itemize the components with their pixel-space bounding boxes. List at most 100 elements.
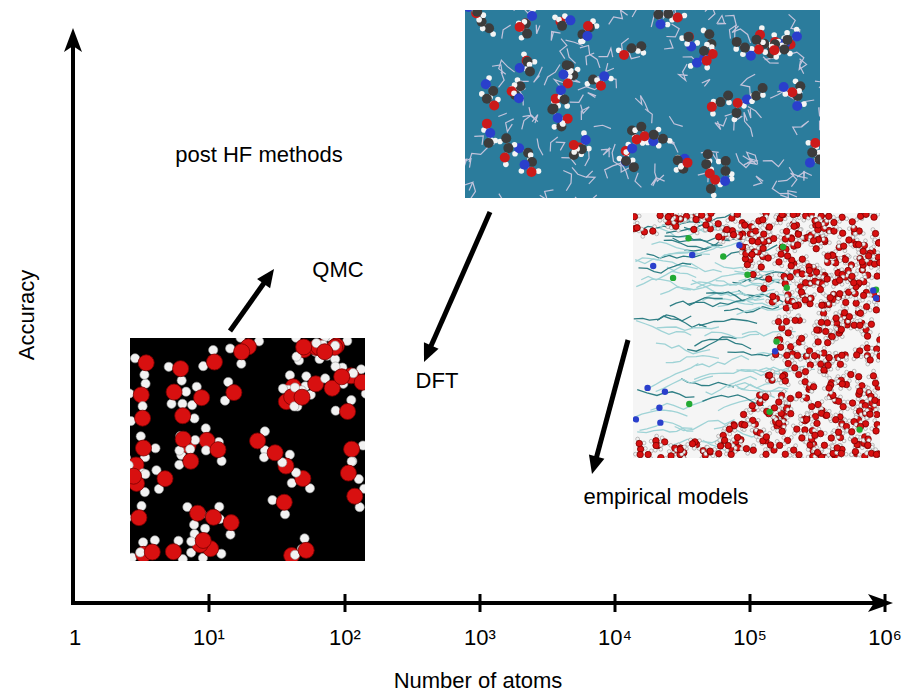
oxygen-atom bbox=[791, 447, 797, 453]
heavy-atom bbox=[683, 158, 693, 168]
heavy-atom bbox=[721, 156, 731, 166]
heavy-atom bbox=[556, 85, 566, 95]
hydrogen-atom bbox=[136, 432, 145, 441]
oxygen-atom bbox=[691, 226, 697, 232]
solvent-stick bbox=[717, 16, 726, 25]
solvent-stick bbox=[580, 45, 600, 68]
solvent-stick bbox=[744, 112, 753, 136]
heavy-atom bbox=[562, 60, 572, 70]
solvent-stick bbox=[534, 67, 543, 83]
heavy-atom bbox=[522, 29, 532, 39]
heavy-atom bbox=[807, 148, 817, 158]
heavy-atom bbox=[503, 143, 513, 153]
oxygen-atom bbox=[824, 259, 830, 265]
heavy-atom bbox=[701, 159, 711, 169]
hydrogen-atom bbox=[527, 62, 533, 68]
hydrogen-atom bbox=[177, 376, 186, 385]
oxygen-atom bbox=[784, 253, 790, 259]
heavy-atom bbox=[627, 126, 637, 136]
oxygen-atom bbox=[173, 361, 189, 377]
oxygen-atom bbox=[794, 352, 800, 358]
oxygen-atom bbox=[829, 333, 835, 339]
oxygen-atom bbox=[870, 373, 876, 379]
oxygen-atom bbox=[853, 352, 859, 358]
heavy-atom bbox=[565, 15, 575, 25]
hydrogen-atom bbox=[586, 146, 592, 152]
oxygen-atom bbox=[808, 295, 814, 301]
oxygen-atom bbox=[166, 384, 182, 400]
solvent-stick bbox=[655, 163, 664, 181]
oxygen-atom bbox=[770, 235, 776, 241]
oxygen-atom bbox=[131, 510, 147, 526]
oxygen-atom bbox=[755, 239, 761, 245]
hydrogen-atom bbox=[726, 100, 732, 106]
tick-mark bbox=[749, 594, 752, 612]
oxygen-atom bbox=[750, 271, 756, 277]
heavy-atom bbox=[673, 12, 683, 22]
heavy-atom bbox=[653, 10, 663, 20]
oxygen-atom bbox=[783, 318, 789, 324]
hydrogen-atom bbox=[280, 510, 289, 519]
solvent-stick bbox=[465, 159, 467, 168]
oxygen-atom bbox=[776, 399, 782, 405]
solvent-stick bbox=[586, 177, 595, 184]
lipid-tail bbox=[641, 271, 696, 280]
hydrogen-atom bbox=[226, 530, 235, 539]
oxygen-atom bbox=[802, 297, 808, 303]
solvent-stick bbox=[465, 152, 471, 168]
solvent-stick bbox=[609, 10, 628, 24]
x-axis bbox=[71, 601, 878, 605]
oxygen-atom bbox=[871, 214, 877, 220]
oxygen-atom bbox=[633, 213, 638, 219]
heavy-atom bbox=[484, 23, 494, 33]
lipid-tail bbox=[696, 356, 749, 367]
oxygen-atom bbox=[818, 319, 824, 325]
lipid-tail bbox=[657, 316, 706, 327]
solvent-stick bbox=[793, 121, 809, 135]
lipid-tail bbox=[657, 327, 719, 331]
oxygen-atom bbox=[226, 385, 242, 401]
oxygen-atom bbox=[276, 494, 292, 510]
heavy-atom bbox=[779, 82, 789, 92]
oxygen-atom bbox=[717, 443, 723, 449]
heavy-atom bbox=[557, 21, 567, 31]
hydrogen-atom bbox=[716, 159, 722, 165]
oxygen-atom bbox=[743, 445, 749, 451]
oxygen-atom bbox=[749, 402, 755, 408]
tick-mark bbox=[614, 594, 617, 612]
heavy-atom bbox=[523, 148, 533, 158]
heavy-atom bbox=[769, 45, 779, 55]
oxygen-atom bbox=[250, 433, 266, 449]
heavy-atom bbox=[792, 101, 802, 111]
oxygen-atom bbox=[135, 440, 151, 456]
heavy-atom bbox=[482, 119, 492, 129]
solvent-stick bbox=[506, 119, 514, 132]
oxygen-atom bbox=[194, 390, 210, 406]
heavy-atom bbox=[779, 44, 789, 54]
oxygen-atom bbox=[863, 304, 869, 310]
heavy-atom bbox=[560, 94, 570, 104]
heavy-atom bbox=[702, 56, 712, 66]
oxygen-atom bbox=[190, 505, 206, 521]
oxygen-atom bbox=[859, 259, 865, 265]
lipid-tail bbox=[650, 399, 707, 410]
empirical-snapshot bbox=[633, 213, 880, 458]
solvent-stick bbox=[748, 106, 762, 117]
solvent-stick bbox=[815, 81, 820, 91]
heavy-atom bbox=[704, 29, 714, 39]
solvent-stick bbox=[522, 115, 531, 129]
oxygen-atom bbox=[788, 263, 794, 269]
oxygen-atom bbox=[864, 333, 870, 339]
heavy-atom bbox=[758, 83, 768, 93]
oxygen-atom bbox=[785, 330, 791, 336]
oxygen-atom bbox=[740, 411, 746, 417]
lipid-tail bbox=[640, 421, 694, 431]
oxygen-atom bbox=[749, 238, 755, 244]
oxygen-atom bbox=[776, 442, 782, 448]
heavy-atom bbox=[583, 21, 593, 31]
hydrogen-atom bbox=[190, 414, 199, 423]
heavy-atom bbox=[599, 71, 609, 81]
hydrogen-atom bbox=[760, 92, 766, 98]
oxygen-atom bbox=[135, 410, 151, 426]
